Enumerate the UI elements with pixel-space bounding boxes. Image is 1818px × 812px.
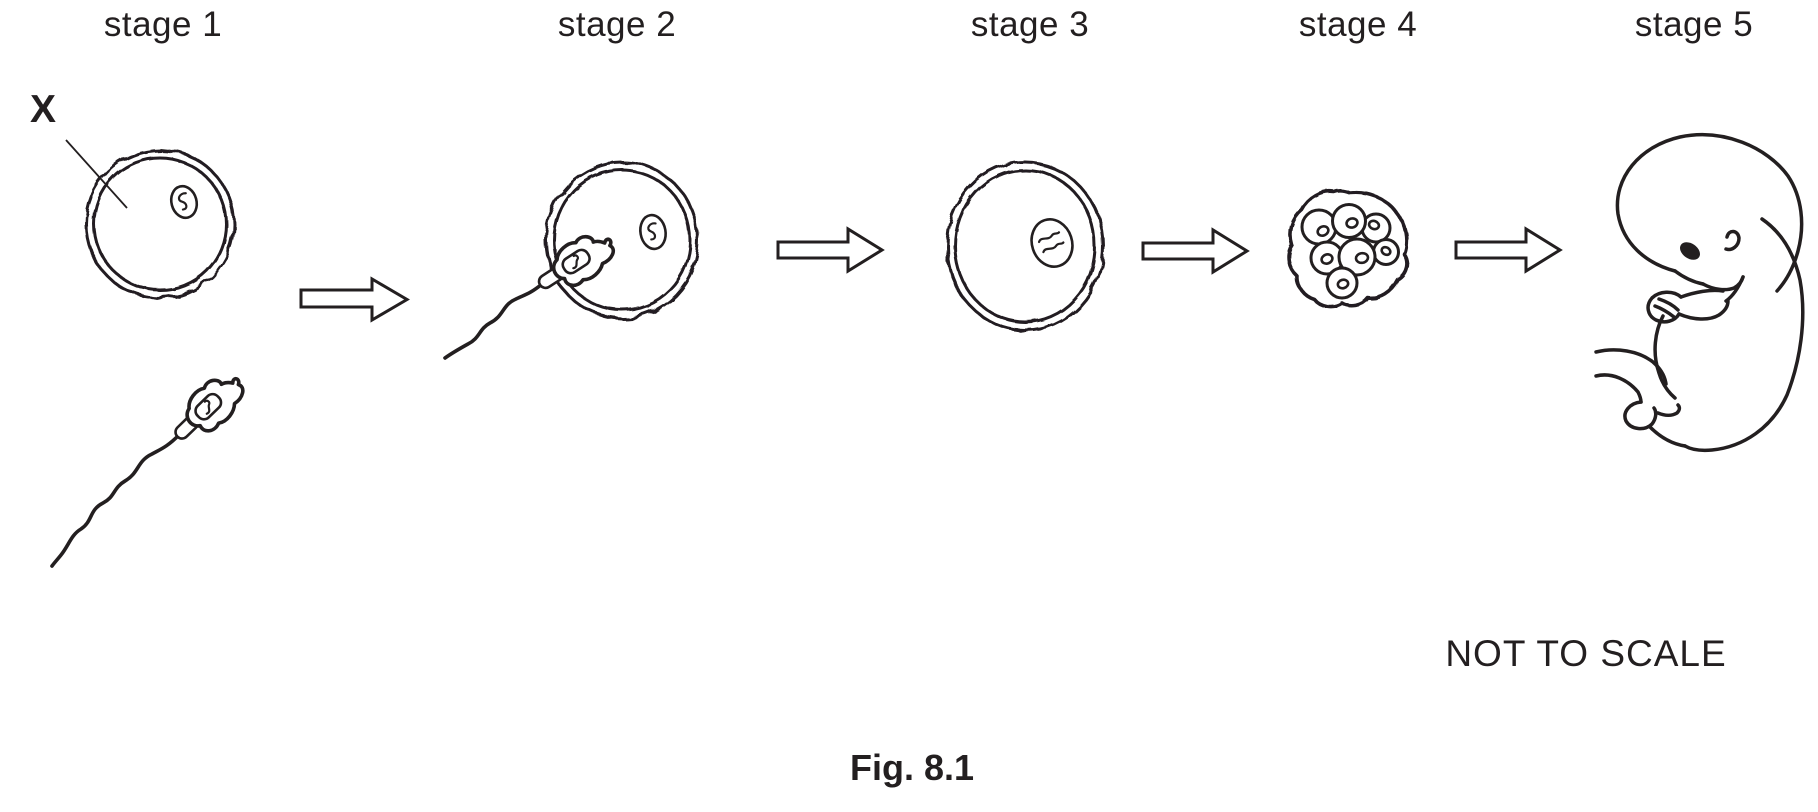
arrow-right-icon [299, 276, 410, 323]
egg-cell-membrane [92, 156, 228, 292]
egg-cell-membrane [552, 168, 692, 312]
sperm-tail [443, 282, 544, 360]
morula-cell [1325, 266, 1359, 300]
arrow-right-icon [1141, 227, 1250, 275]
embryo-foot [1623, 400, 1658, 431]
embryo-forearm [1677, 299, 1730, 321]
egg-cell [84, 148, 236, 300]
stage-5-label: stage 5 [1634, 5, 1754, 44]
zygote-outer-membrane [945, 160, 1105, 332]
stage-1-label: stage 1 [103, 5, 223, 44]
embryo-ear [1724, 229, 1741, 252]
figure-caption: Fig. 8.1 [849, 747, 975, 788]
egg-nucleus [639, 213, 667, 251]
embryo-eye [1680, 242, 1700, 260]
embryo-finger-line [1653, 304, 1676, 319]
stage-2-group [443, 160, 700, 360]
sperm-tail [50, 433, 181, 568]
embryo-upper-arm [1679, 288, 1725, 299]
morula-outer-membrane [1286, 189, 1410, 309]
arrow-right-icon [1454, 226, 1563, 274]
stage-3-group [945, 160, 1105, 332]
embryo-hand [1646, 290, 1683, 324]
stage-1-group [50, 139, 255, 568]
x-leader-line [65, 139, 128, 209]
egg-nucleus [169, 184, 199, 220]
embryo-finger-line [1657, 297, 1680, 312]
zygote-cell-membrane [953, 168, 1097, 324]
egg-outer-membrane [544, 160, 700, 320]
stage-2-label: stage 2 [557, 5, 677, 44]
not-to-scale-note: NOT TO SCALE [1445, 633, 1727, 674]
embryo-rump [1648, 425, 1687, 448]
morula-cells [1300, 203, 1400, 300]
embryo-face-snout [1673, 269, 1705, 286]
egg-cell-being-fertilised [544, 160, 700, 320]
stage-4-group [1286, 189, 1410, 309]
stage-3-label: stage 3 [970, 5, 1090, 44]
embryo [1594, 133, 1805, 453]
morula-cell [1360, 212, 1392, 244]
x-annotation-label: X [30, 88, 57, 131]
morula-cell [1300, 208, 1338, 246]
embryo-belly [1653, 314, 1677, 400]
embryo-tail-curl [1656, 403, 1682, 417]
egg-outer-membrane [84, 148, 236, 300]
zygote-cell [945, 160, 1105, 332]
morula-cell [1331, 203, 1367, 239]
stage-4-label: stage 4 [1298, 5, 1418, 44]
zygote-nucleus [1030, 218, 1074, 268]
arrow-right-icon [776, 226, 885, 274]
morula-cell [1372, 238, 1400, 266]
embryo-back-outline [1683, 217, 1805, 453]
stage-5-group [1594, 133, 1805, 453]
sperm-cell-penetrating [443, 222, 624, 360]
sperm-cell [50, 363, 255, 568]
embryo-head-outline [1615, 133, 1804, 293]
embryo-thigh-upper [1594, 348, 1668, 386]
embryo-thigh-lower [1594, 373, 1643, 404]
morula-cell [1337, 237, 1377, 277]
